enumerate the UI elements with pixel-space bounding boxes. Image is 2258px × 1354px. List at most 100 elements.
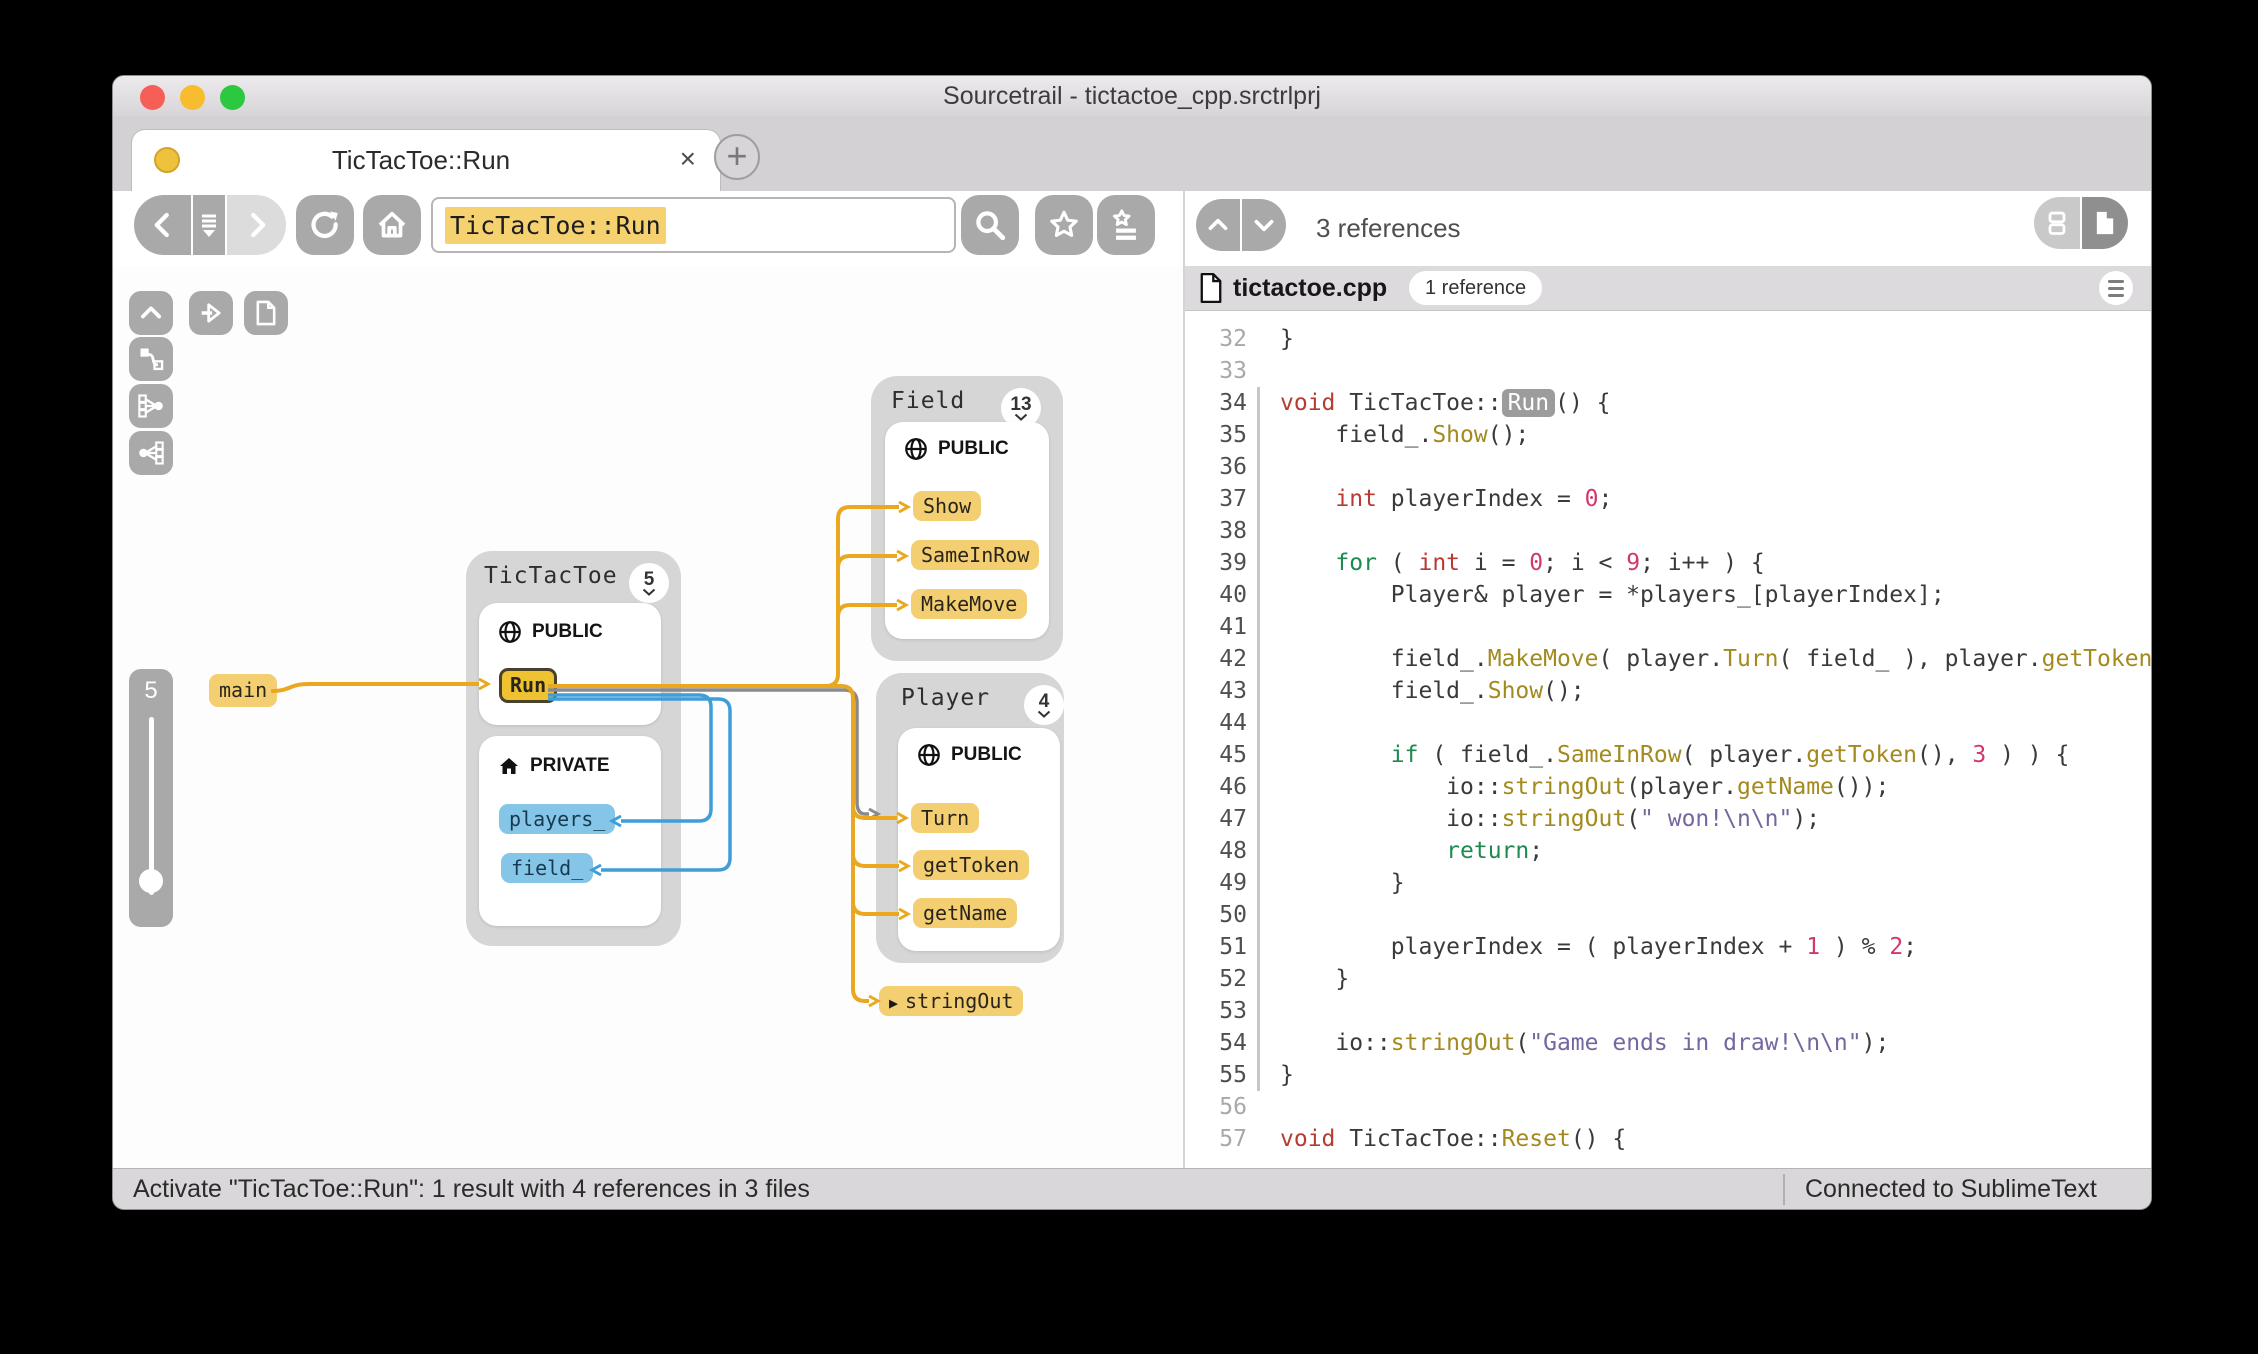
cluster-badge-field[interactable]: 13	[1001, 388, 1041, 428]
code-token[interactable]: Turn	[1723, 646, 1779, 672]
code-token[interactable]: stringOut	[1390, 1030, 1516, 1056]
section-label-text: PUBLIC	[951, 744, 1022, 765]
graph-node-makemove[interactable]: MakeMove	[911, 589, 1028, 619]
graph-node-field[interactable]: field_	[501, 853, 594, 883]
scope-bar	[1257, 931, 1260, 963]
code-line: 55}	[1191, 1059, 2149, 1091]
code-line: 38	[1191, 515, 2149, 547]
code-token[interactable]: getName	[1736, 774, 1834, 800]
chevron-down-icon	[1037, 710, 1051, 718]
document-icon	[252, 299, 280, 327]
code-line: 33	[1191, 355, 2149, 387]
code-token[interactable]: Reset	[1501, 1126, 1571, 1152]
code-text: }	[1280, 326, 1294, 352]
code-token[interactable]: stringOut	[1501, 774, 1627, 800]
new-tab-button[interactable]: +	[714, 134, 760, 180]
panel-divider[interactable]	[1183, 191, 1185, 1168]
search-input[interactable]: TicTacToe::Run	[431, 197, 956, 253]
custom-trail-button[interactable]	[129, 337, 173, 381]
file-name[interactable]: tictactoe.cpp	[1233, 274, 1388, 302]
code-token: }	[1280, 966, 1350, 992]
line-number: 55	[1219, 1062, 1247, 1088]
code-token[interactable]: getToken	[2041, 646, 2152, 672]
home-button[interactable]	[363, 195, 421, 255]
node-label: stringOut	[905, 989, 1014, 1013]
collapse-toolbar-button[interactable]	[129, 291, 173, 335]
forward-button[interactable]	[227, 195, 286, 255]
cluster-name-player[interactable]: Player	[901, 685, 991, 711]
graph-node-main[interactable]: main	[209, 674, 278, 707]
minimize-window-button[interactable]	[180, 85, 205, 110]
cluster-name-tictactoe[interactable]: TicTacToe	[484, 563, 618, 589]
line-number: 48	[1219, 838, 1247, 864]
scope-bar	[1257, 483, 1260, 515]
code-line: 32}	[1191, 323, 2149, 355]
previous-reference-button[interactable]	[1196, 199, 1240, 251]
code-token[interactable]: getToken	[1806, 742, 1917, 768]
bookmark-manager-button[interactable]	[1097, 195, 1155, 255]
graph-node-getname[interactable]: getName	[913, 898, 1018, 928]
file-icon	[1199, 273, 1223, 303]
graph-depth-thumb[interactable]	[139, 869, 163, 893]
code-line: 56	[1191, 1091, 2149, 1123]
search-value: TicTacToe::Run	[445, 206, 666, 244]
line-number: 46	[1219, 774, 1247, 800]
code-text: Player& player = *players_[playerIndex];	[1280, 582, 1945, 608]
chevron-down-icon	[1251, 212, 1277, 238]
graph-node-players[interactable]: players_	[499, 804, 616, 834]
code-token: Player& player = *players_[playerIndex];	[1280, 582, 1945, 608]
code-token[interactable]: MakeMove	[1487, 646, 1599, 672]
code-token[interactable]: stringOut	[1501, 806, 1627, 832]
graph-depth-track[interactable]	[149, 717, 154, 895]
next-reference-button[interactable]	[1242, 199, 1286, 251]
zoom-window-button[interactable]	[220, 85, 245, 110]
bookmark-button[interactable]	[1035, 195, 1093, 255]
status-divider	[1783, 1174, 1785, 1205]
search-button[interactable]	[961, 195, 1019, 255]
cluster-name-field[interactable]: Field	[891, 388, 966, 414]
close-window-button[interactable]	[140, 85, 165, 110]
code-token[interactable]: Run	[1501, 389, 1556, 417]
code-token: ) ) {	[1986, 742, 2070, 768]
code-line: 45 if ( field_.SameInRow( player.getToke…	[1191, 739, 2149, 771]
code-text: playerIndex = ( playerIndex + 1 ) % 2;	[1280, 934, 1917, 960]
tab-bar: TicTacToe::Run × +	[113, 116, 2151, 193]
trail-arrow-button[interactable]	[189, 291, 233, 335]
code-token: 3	[1972, 742, 1987, 768]
back-button[interactable]	[134, 195, 191, 255]
section-label-text: PUBLIC	[532, 621, 603, 642]
connection-status[interactable]: Connected to SublimeText	[1805, 1175, 2097, 1203]
graph-node-stringout[interactable]: ▶ stringOut	[879, 986, 1024, 1016]
graph-node-run[interactable]: Run	[499, 668, 558, 703]
code-token: int	[1335, 486, 1377, 512]
graph-node-show[interactable]: Show	[913, 491, 982, 521]
line-number: 47	[1219, 806, 1247, 832]
code-token: }	[1280, 1062, 1294, 1088]
graph-node-sameinrow[interactable]: SameInRow	[911, 540, 1040, 570]
cluster-badge-tictactoe[interactable]: 5	[629, 563, 669, 603]
file-view-button[interactable]	[244, 291, 288, 335]
outgoing-depth-button[interactable]	[129, 431, 173, 475]
single-file-view-button[interactable]	[2082, 197, 2128, 249]
section-label-public: PUBLIC	[916, 742, 1022, 768]
refresh-button[interactable]	[296, 195, 354, 255]
cluster-badge-player[interactable]: 4	[1024, 685, 1064, 725]
code-token[interactable]: SameInRow	[1556, 742, 1682, 768]
file-menu-button[interactable]	[2099, 271, 2133, 305]
graph-node-turn[interactable]: Turn	[911, 803, 980, 833]
tab-close-icon[interactable]: ×	[679, 143, 696, 174]
snippet-view-button[interactable]	[2034, 197, 2080, 249]
tab-tictactoe-run[interactable]: TicTacToe::Run ×	[131, 129, 721, 193]
arrow-right-icon	[197, 299, 225, 327]
code-token: ( field_.	[1418, 742, 1557, 768]
code-token[interactable]: Show	[1432, 422, 1488, 448]
code-token: ( player.	[1681, 742, 1807, 768]
code-token[interactable]: Show	[1487, 678, 1544, 704]
history-list-button[interactable]	[193, 195, 225, 255]
graph-node-gettoken[interactable]: getToken	[913, 850, 1030, 880]
scope-bar	[1257, 771, 1260, 803]
expand-triangle-icon[interactable]: ▶	[889, 994, 899, 1012]
incoming-depth-button[interactable]	[129, 384, 173, 428]
code-token: int	[1418, 550, 1461, 576]
